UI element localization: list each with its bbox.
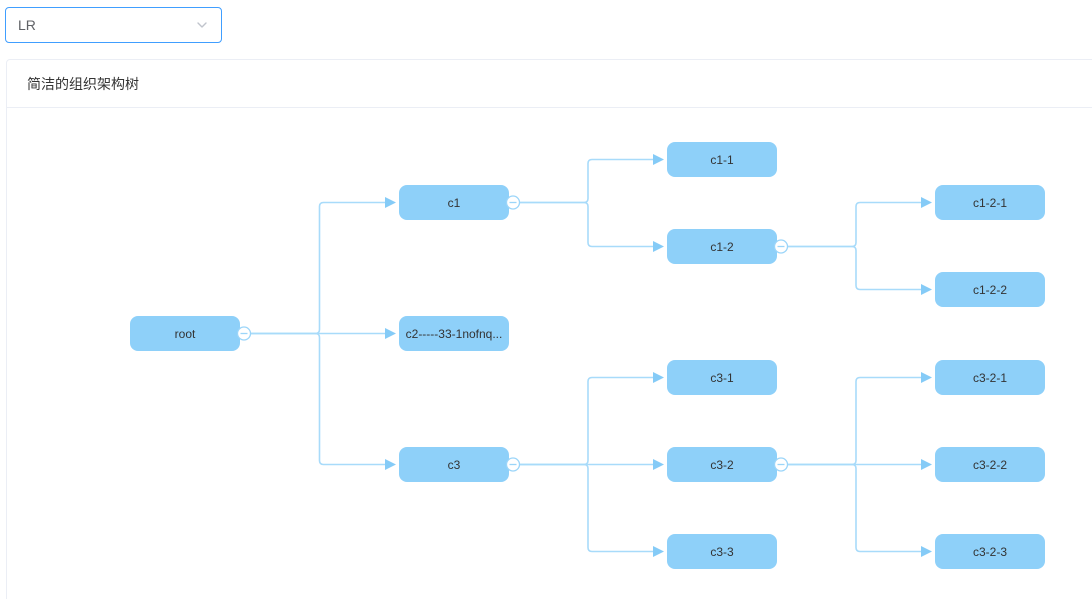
tree-node-c1-1[interactable]: c1-1 [667,142,777,177]
layout-select[interactable]: LR [5,7,222,43]
tree-node-c1[interactable]: c1 [399,185,509,220]
tree-node-c1-2-2[interactable]: c1-2-2 [935,272,1045,307]
layout-select-value: LR [18,17,36,33]
tree-node-c1-2[interactable]: c1-2 [667,229,777,264]
card-title: 简洁的组织架构树 [27,75,139,92]
card-header: 简洁的组织架构树 [7,60,1092,108]
tree-node-c3-2-3[interactable]: c3-2-3 [935,534,1045,569]
tree-node-root[interactable]: root [130,316,240,351]
tree-node-c3-2-2[interactable]: c3-2-2 [935,447,1045,482]
tree-node-c3-2[interactable]: c3-2 [667,447,777,482]
chevron-down-icon [195,18,209,32]
tree-node-c1-2-1[interactable]: c1-2-1 [935,185,1045,220]
tree-node-c3-3[interactable]: c3-3 [667,534,777,569]
tree-node-c3[interactable]: c3 [399,447,509,482]
tree-node-c3-1[interactable]: c3-1 [667,360,777,395]
tree-node-c3-2-1[interactable]: c3-2-1 [935,360,1045,395]
tree-node-c2[interactable]: c2-----33-1nofnq... [399,316,509,351]
